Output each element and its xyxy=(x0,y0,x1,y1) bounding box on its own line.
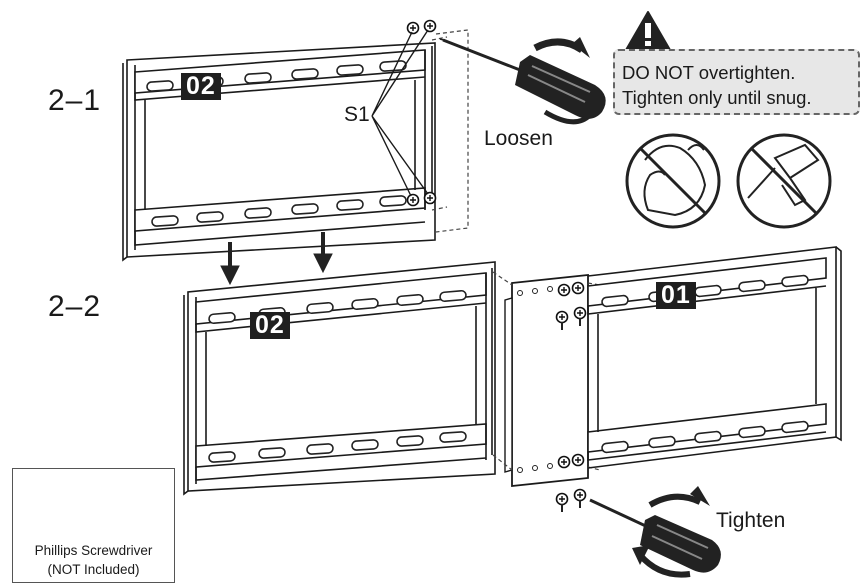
connecting-plate xyxy=(504,274,589,487)
warning-triangle-icon xyxy=(625,11,671,51)
plate-outline-dashed xyxy=(431,29,469,233)
frame-01 xyxy=(587,246,842,469)
tool-requirement-box: Phillips Screwdriver (NOT Included) xyxy=(12,468,175,583)
no-muscle-force-icon xyxy=(625,133,721,229)
part-02-badge-lower: 02 xyxy=(250,312,290,339)
screw-s1-label: S1 xyxy=(344,103,370,126)
no-power-drill-icon xyxy=(736,133,832,229)
part-02-badge-upper: 02 xyxy=(181,73,221,100)
tighten-label: Tighten xyxy=(716,509,786,532)
step-2-2-label: 2–2 xyxy=(48,290,102,323)
step-2-1-label: 2–1 xyxy=(48,84,102,117)
frame-02-upper xyxy=(122,42,436,262)
screwdriver-loosen-icon xyxy=(439,37,606,125)
loosen-label: Loosen xyxy=(484,127,553,150)
down-arrows xyxy=(220,232,333,286)
warning-callout: DO NOT overtighten. Tighten only until s… xyxy=(613,49,860,115)
warning-line-1: DO NOT overtighten. xyxy=(622,62,796,83)
part-01-badge: 01 xyxy=(656,282,696,309)
screwdriver-tighten-icon xyxy=(589,486,721,578)
s1-leader-lines xyxy=(371,29,429,197)
tool-name: Phillips Screwdriver xyxy=(34,543,153,558)
warning-line-2: Tighten only until snug. xyxy=(622,87,812,108)
s1-screws-lower xyxy=(555,306,587,512)
tool-note: (NOT Included) xyxy=(47,562,140,577)
